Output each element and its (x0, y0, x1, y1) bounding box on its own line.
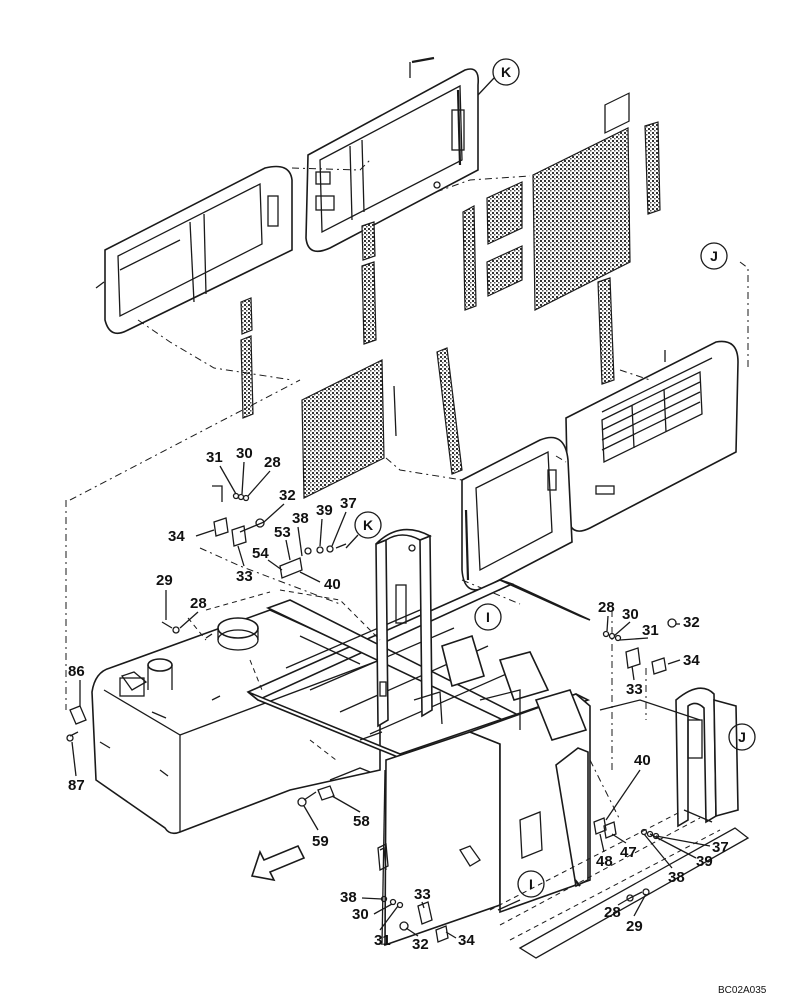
ref-circle-i-top: I (474, 603, 502, 631)
part-label: 29 (626, 918, 643, 935)
frame-dashed-outline (187, 589, 381, 761)
part-label: 54 (252, 545, 269, 562)
top-cover-panel (305, 56, 480, 253)
part-label: 30 (352, 906, 369, 923)
part-label: 34 (168, 528, 185, 545)
ref-circle-j-bottom: J (728, 723, 756, 751)
part-label: 38 (292, 510, 309, 527)
part-label: 28 (598, 599, 615, 616)
part-label: 37 (712, 839, 729, 856)
hardware-group-upper (66, 485, 347, 807)
vent-louvers (601, 370, 703, 464)
ref-circle-k-top: K (477, 58, 520, 96)
part-label: 28 (604, 904, 621, 921)
part-label: 38 (668, 869, 685, 886)
part-label: 31 (374, 932, 391, 949)
part-label: 58 (353, 813, 370, 830)
part-label: 33 (236, 568, 253, 585)
right-frame (675, 687, 739, 828)
part-label: 39 (696, 853, 713, 870)
part-label: 32 (279, 487, 296, 504)
part-label: 48 (596, 853, 613, 870)
part-label: 53 (274, 524, 291, 541)
part-label: 34 (683, 652, 700, 669)
ref-label: J (738, 729, 746, 745)
part-label: 59 (312, 833, 329, 850)
part-label: 29 (156, 572, 173, 589)
leader-lines (71, 461, 711, 939)
part-label: 33 (414, 886, 431, 903)
left-side-cover (95, 165, 293, 335)
part-label: 34 (458, 932, 475, 949)
seal-strips (240, 221, 615, 475)
ref-circle-k-mid: K (345, 511, 382, 549)
drawing-code: BC02A035 (718, 985, 767, 996)
ref-label: J (710, 248, 718, 264)
part-label: 30 (622, 606, 639, 623)
part-label: 40 (634, 752, 651, 769)
part-label: 37 (340, 495, 357, 512)
assembly-lines-upper (65, 159, 749, 710)
part-label: 87 (68, 777, 85, 794)
part-label: 47 (620, 844, 637, 861)
filter-screen-upper (462, 121, 661, 311)
direction-arrow (250, 844, 306, 882)
ref-circle-j-top: J (700, 242, 728, 270)
part-label: 86 (68, 663, 85, 680)
part-labels: 31 30 28 32 34 33 38 39 37 53 54 40 29 2… (68, 445, 729, 953)
base-rails (489, 610, 750, 959)
front-lower-cover (461, 436, 573, 591)
part-label: 30 (236, 445, 253, 462)
part-label: 31 (642, 622, 659, 639)
part-label: 40 (324, 576, 341, 593)
ref-label: K (363, 517, 373, 533)
right-side-cover (565, 92, 739, 532)
part-label: 31 (206, 449, 223, 466)
part-label: 28 (190, 595, 207, 612)
part-label: 33 (626, 681, 643, 698)
ref-label: I (529, 876, 533, 892)
ref-label: K (501, 64, 511, 80)
part-label: 32 (683, 614, 700, 631)
part-label: 28 (264, 454, 281, 471)
ref-label: I (486, 609, 490, 625)
filter-screen-middle (301, 359, 397, 499)
part-label: 39 (316, 502, 333, 519)
tank-box (91, 609, 381, 835)
part-label: 32 (412, 936, 429, 953)
ref-circle-i-bottom: I (517, 870, 545, 898)
part-label: 38 (340, 889, 357, 906)
